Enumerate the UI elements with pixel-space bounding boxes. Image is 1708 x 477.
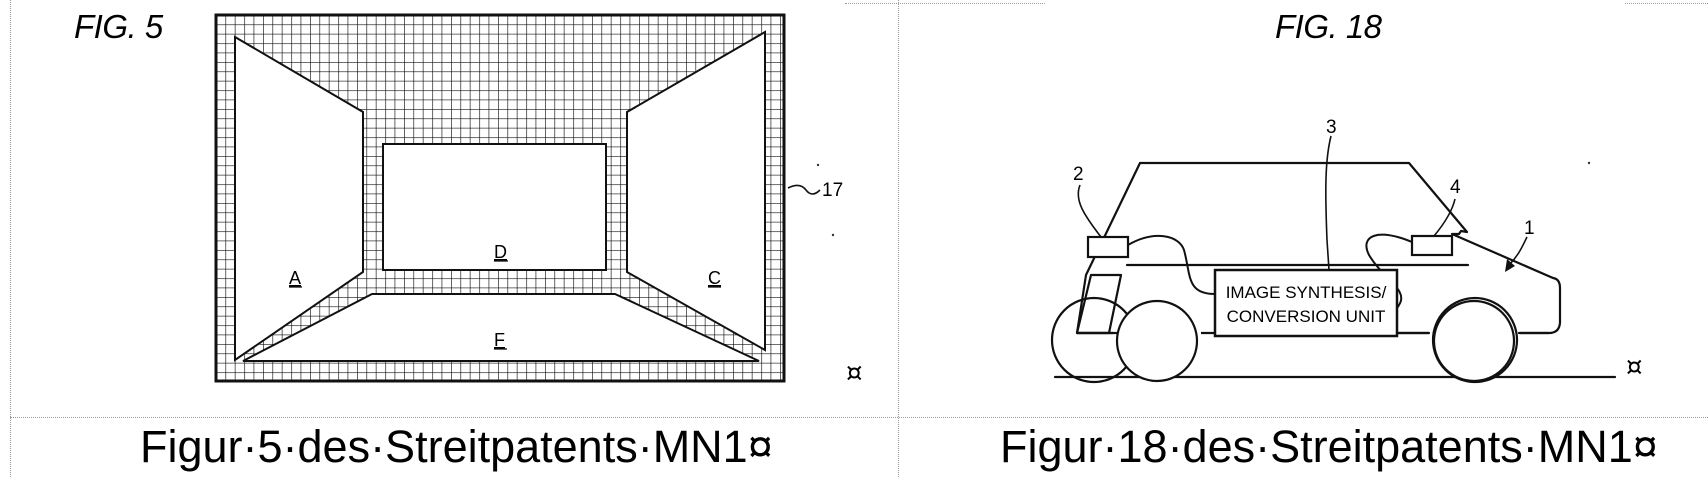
fig5-region-f-shape: [242, 293, 760, 362]
right-paragraph-mark: ¤: [1626, 352, 1643, 382]
left-figure-title: FIG. 5: [74, 8, 163, 45]
table-row-divider: [10, 417, 1708, 418]
table-border-left: [10, 0, 11, 477]
fig5-region-c-shape: [626, 30, 766, 352]
fig18-camera-2: [1086, 235, 1130, 259]
fig18-leader-3: [1325, 135, 1332, 271]
fig18-leader-2: [1077, 184, 1102, 238]
fig5-leader-17: [787, 184, 821, 195]
fig5-label-c: C: [708, 268, 721, 288]
fig5-region-a-shape: [234, 35, 364, 362]
table-top-fragment-1: [845, 3, 1045, 4]
fig18-ref-4: 4: [1450, 177, 1461, 198]
fig18-ref-2: 2: [1073, 164, 1084, 185]
fig18-ref-1: 1: [1524, 218, 1535, 239]
fig5-label-f: F: [494, 330, 505, 350]
left-figure-caption: Figur·5·des·Streitpatents·MN1¤: [140, 421, 773, 472]
fig5-drawing: 17 A D C F: [214, 13, 843, 383]
right-figure-caption: Figur·18·des·Streitpatents·MN1¤: [1000, 421, 1658, 472]
fig5-label-d: D: [494, 242, 507, 262]
fig18-unit-line1: IMAGE SYNTHESIS/: [1226, 283, 1387, 302]
fig18-unit-line2: CONVERSION UNIT: [1227, 307, 1386, 326]
fig5-ref-17: 17: [822, 180, 843, 201]
fig18-ref-3: 3: [1326, 117, 1337, 138]
fig5-region-d-shape: [382, 143, 607, 271]
right-figure-title: FIG. 18: [1275, 8, 1382, 45]
table-column-divider: [898, 0, 899, 477]
right-figure-cell: FIG. 18: [899, 0, 1708, 417]
fig18-unit-box: [1213, 268, 1399, 338]
fig18-leader-1: [1508, 236, 1528, 266]
fig18-camera-4: [1410, 234, 1454, 257]
fig18-leader-4: [1433, 198, 1456, 237]
fig5-label-a: A: [289, 268, 301, 288]
left-figure-cell: FIG. 5 17 A D C F: [10, 0, 898, 417]
fig18-drawing: IMAGE SYNTHESIS/ CONVERSION UNIT 3 2 4 1: [1050, 117, 1617, 384]
left-paragraph-mark: ¤: [846, 358, 863, 388]
table-top-fragment-2: [1625, 3, 1708, 4]
